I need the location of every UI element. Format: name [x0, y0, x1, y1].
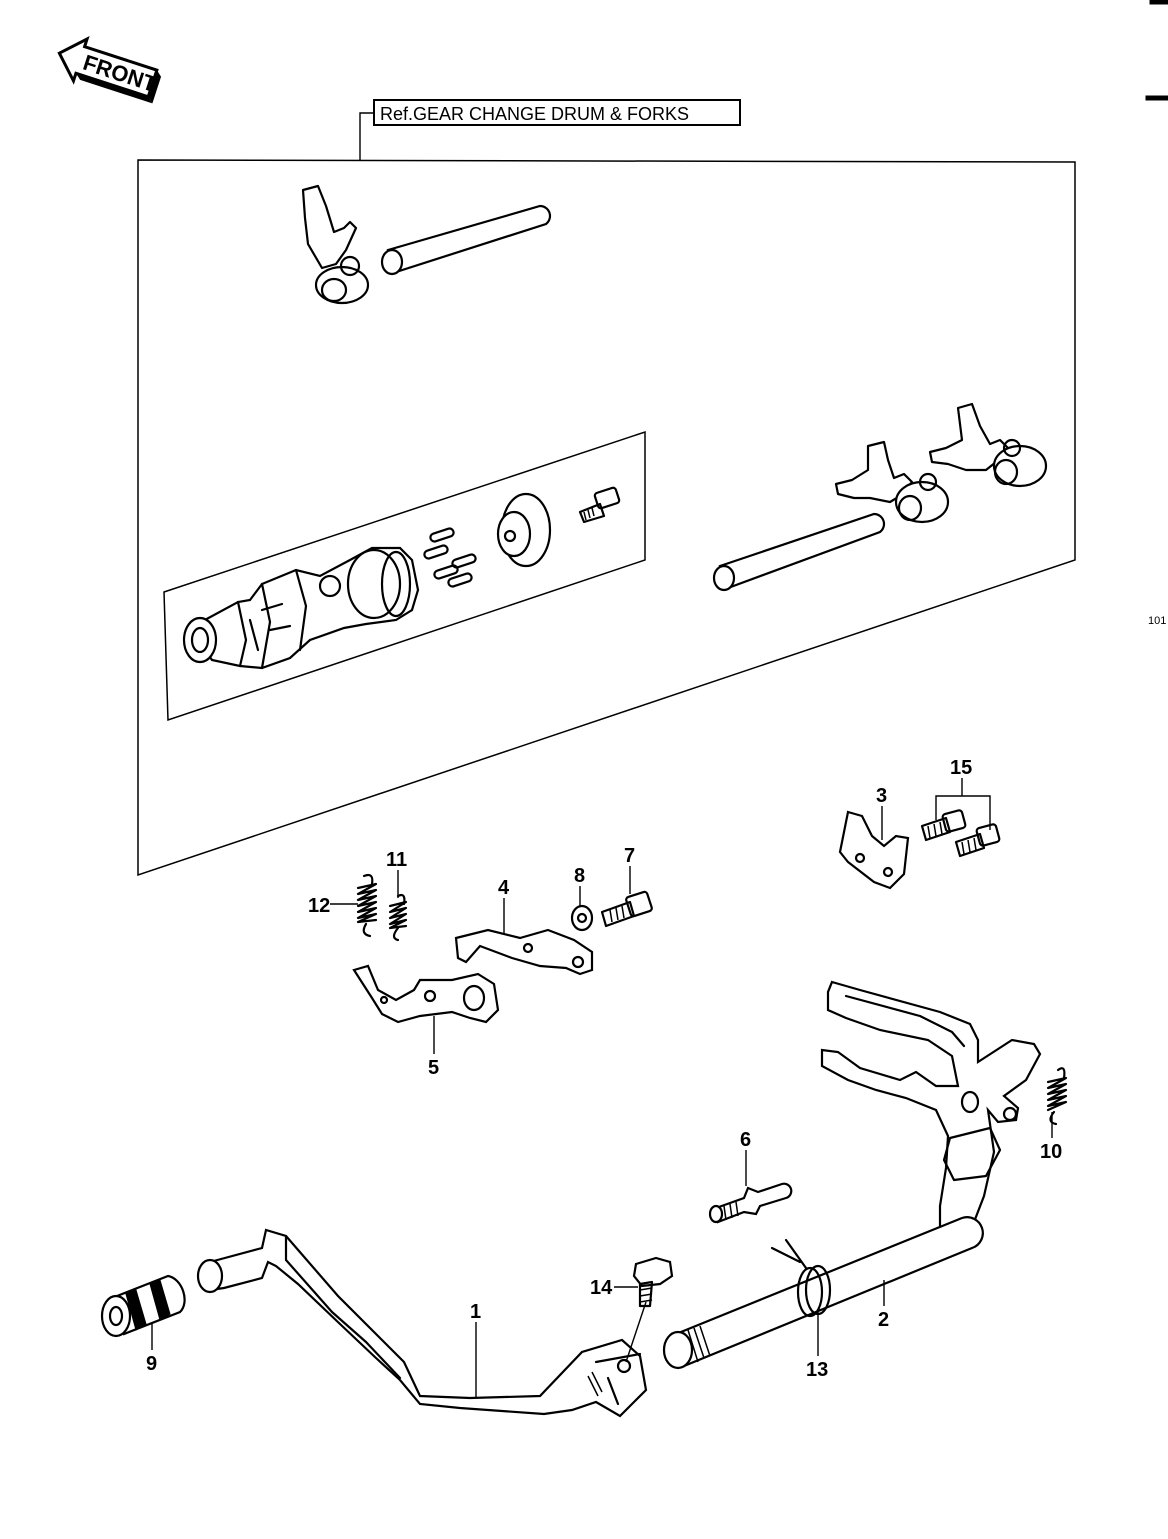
callout-11: 11	[386, 849, 407, 871]
callout-8: 8	[574, 865, 585, 887]
leader-15	[935, 795, 991, 830]
part-15-screws	[920, 809, 1001, 858]
shift-drum-pins	[423, 527, 477, 588]
reference-leader	[359, 112, 374, 160]
part-11-spring	[388, 893, 408, 942]
drum-bolt	[578, 486, 621, 524]
part-6-stud	[708, 1182, 793, 1224]
callout-14: 14	[590, 1277, 613, 1299]
part-14-bolt	[632, 1256, 674, 1308]
callout-2: 2	[878, 1309, 889, 1331]
page-code: 101	[1148, 615, 1166, 627]
edge-mark-top	[1149, 0, 1168, 5]
reference-boundary	[137, 159, 1076, 877]
callout-10: 10	[1040, 1141, 1062, 1163]
drum-cam-plate	[496, 492, 552, 568]
part-4-lever	[454, 928, 594, 976]
part-9-rubber	[100, 1274, 186, 1338]
part-8-washer	[570, 904, 594, 932]
callout-5: 5	[428, 1057, 439, 1079]
fork-shaft-upper	[380, 204, 552, 276]
part-2-shift-shaft	[662, 980, 1042, 1370]
part-7-bolt	[600, 890, 653, 928]
shift-fork-right-rear	[928, 402, 1048, 488]
part-5-arm	[352, 964, 500, 1024]
shift-drum	[182, 546, 420, 670]
callout-13: 13	[806, 1359, 828, 1381]
reference-label: Ref.GEAR CHANGE DRUM & FORKS	[380, 104, 689, 124]
callout-15: 15	[950, 757, 972, 779]
callout-6: 6	[740, 1129, 751, 1151]
callout-9: 9	[146, 1353, 157, 1375]
callout-12: 12	[308, 895, 330, 917]
callout-4: 4	[498, 877, 510, 899]
drum-panel	[163, 430, 646, 722]
shift-fork-upper-left	[301, 184, 370, 305]
callout-1: 1	[470, 1301, 481, 1323]
edge-mark-upper	[1145, 95, 1168, 101]
fork-shaft-lower	[712, 512, 886, 592]
leader-14b	[625, 1301, 647, 1363]
callout-7: 7	[624, 845, 635, 867]
front-arrow-icon: FRONT	[57, 36, 162, 104]
callout-3: 3	[876, 785, 887, 807]
part-10-spring	[1046, 1067, 1068, 1126]
part-3-bracket	[838, 810, 910, 890]
part-1-shift-pedal	[196, 1228, 648, 1418]
part-12-spring	[356, 873, 378, 938]
shift-fork-right-front	[834, 440, 950, 524]
